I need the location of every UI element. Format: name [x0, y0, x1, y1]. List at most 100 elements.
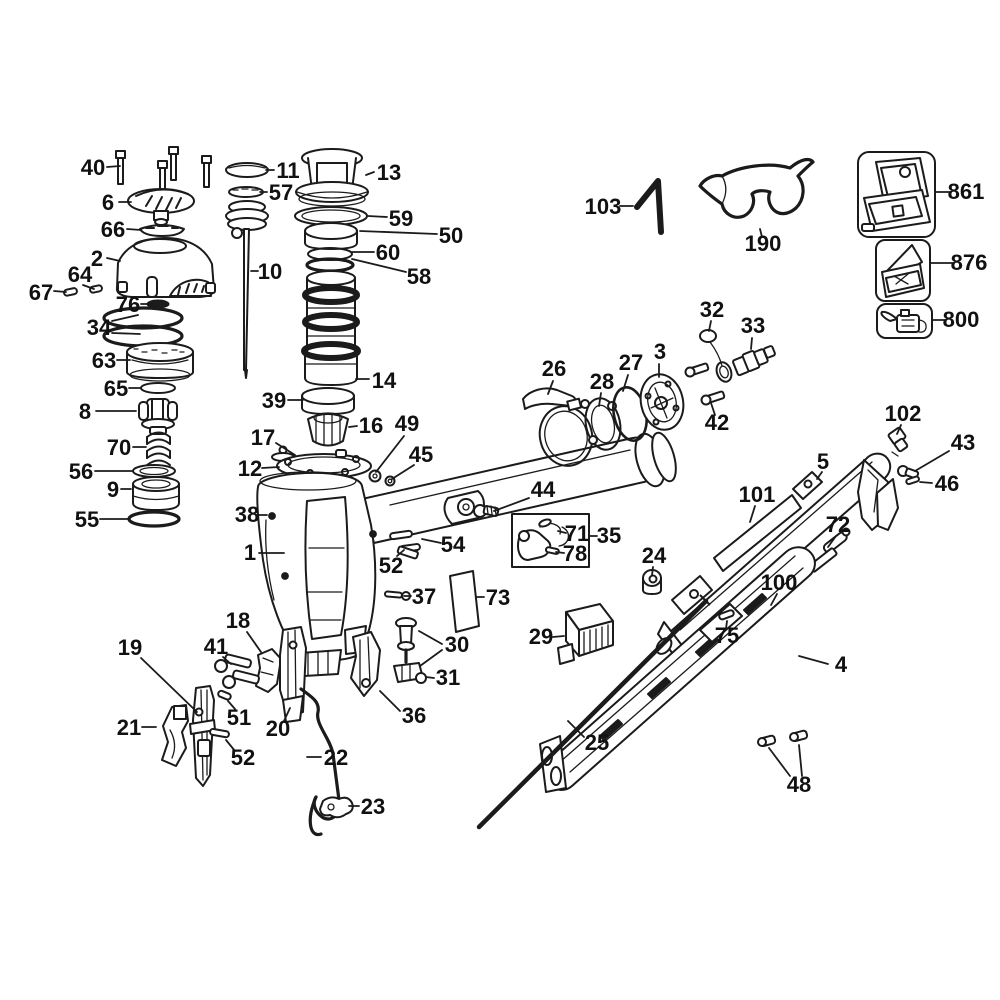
- callout-label-52a: 52: [379, 553, 403, 578]
- callout-label-11: 11: [276, 158, 299, 183]
- callout-label-18: 18: [226, 608, 250, 633]
- cylinder-ring-39: [301, 387, 355, 415]
- leader-line-75: [725, 620, 728, 630]
- callout-label-73: 73: [486, 585, 510, 610]
- callout-label-71: 71: [565, 521, 589, 546]
- leader-line-32: [708, 320, 712, 332]
- main-valve: [138, 398, 178, 435]
- callout-label-6: 6: [102, 190, 114, 215]
- screws-42: [684, 362, 726, 406]
- leader-line-41: [222, 656, 232, 665]
- callout-label-55: 55: [75, 507, 99, 532]
- callout-label-19: 19: [118, 635, 142, 660]
- seal-plate-66: [139, 224, 185, 237]
- callout-label-16: 16: [359, 413, 383, 438]
- callout-label-17: 17: [251, 425, 275, 450]
- callout-label-39: 39: [262, 388, 286, 413]
- service-kit-box: [511, 513, 590, 568]
- callout-label-4: 4: [835, 652, 848, 677]
- leader-line-24: [651, 566, 654, 576]
- leader-line-34: [111, 314, 139, 322]
- screws-48: [757, 729, 809, 748]
- leader-line-52b: [225, 739, 236, 752]
- callout-label-25: 25: [585, 730, 609, 755]
- callout-label-12: 12: [238, 456, 262, 481]
- callout-label-75: 75: [715, 623, 739, 648]
- leader-line-33: [750, 337, 753, 350]
- callout-label-67: 67: [29, 280, 53, 305]
- leader-line-44: [493, 497, 530, 512]
- leader-line-54: [421, 538, 442, 544]
- ring-57: [228, 186, 264, 198]
- callout-label-43: 43: [951, 430, 975, 455]
- ring-65: [140, 382, 176, 394]
- oil-bottle-800: [876, 303, 933, 339]
- leader-line-72: [827, 535, 837, 548]
- callout-label-5: 5: [817, 449, 829, 474]
- pin-46: [905, 475, 920, 486]
- leader-line-101: [749, 505, 756, 523]
- leader-line-67: [53, 290, 67, 293]
- cylinder-14: [301, 270, 361, 386]
- leader-line-29: [552, 635, 565, 638]
- callout-label-13: 13: [377, 160, 401, 185]
- bolts-41: [214, 653, 260, 689]
- callout-label-56: 56: [69, 459, 93, 484]
- driver-assembly: [225, 200, 269, 379]
- leader-line-26: [547, 380, 554, 395]
- callout-label-45: 45: [409, 442, 433, 467]
- exhaust-deflector-cap: [127, 188, 195, 226]
- o-ring-55: [127, 510, 181, 528]
- magazine-rail-upper-5: [655, 452, 899, 659]
- callout-label-876: 876: [951, 250, 988, 275]
- callout-label-28: 28: [590, 369, 614, 394]
- end-cap-3: [639, 373, 685, 431]
- air-fitting-33: [732, 345, 776, 377]
- piston-stop: [132, 476, 180, 511]
- callout-label-24: 24: [642, 543, 667, 568]
- bumper-16: [307, 412, 349, 447]
- pusher-rod-25: [476, 594, 711, 830]
- bolt-52a: [396, 545, 419, 560]
- callout-label-190: 190: [745, 231, 782, 256]
- parts-kit-box-876: [875, 239, 931, 302]
- callout-label-3: 3: [654, 339, 666, 364]
- leader-line-40: [106, 165, 121, 168]
- exhaust-deflector-26: [522, 387, 594, 467]
- cylinder-ring-50: [304, 222, 358, 250]
- callout-label-64: 64: [68, 262, 93, 287]
- callout-label-40: 40: [81, 155, 105, 180]
- latch-21: [161, 704, 189, 767]
- callout-label-63: 63: [92, 348, 116, 373]
- leader-line-30: [419, 649, 443, 667]
- pin-52b: [209, 727, 230, 739]
- drive-guide-19: [189, 685, 216, 787]
- tool-case-861: [857, 151, 936, 238]
- callout-label-33: 33: [741, 313, 765, 338]
- leader-line-66: [126, 228, 142, 231]
- callout-label-32: 32: [700, 297, 724, 322]
- leader-line-49: [375, 435, 405, 473]
- callout-label-41: 41: [204, 634, 228, 659]
- clamp-23: [319, 796, 354, 819]
- pins-64-67: [63, 284, 103, 297]
- fitting-102: [887, 426, 909, 457]
- callout-label-1: 1: [244, 540, 256, 565]
- callout-label-58: 58: [407, 264, 431, 289]
- callout-label-34: 34: [87, 315, 112, 340]
- switch-block-29: [557, 603, 614, 665]
- leader-line-5: [816, 471, 823, 480]
- leader-line-50: [359, 230, 438, 235]
- nose-guide-18: [255, 648, 282, 693]
- callout-label-72: 72: [826, 512, 850, 537]
- callout-label-42: 42: [705, 410, 729, 435]
- leader-line-51: [227, 700, 236, 710]
- callout-label-800: 800: [943, 307, 980, 332]
- callout-label-35: 35: [597, 523, 621, 548]
- callout-label-20: 20: [266, 716, 290, 741]
- callout-label-26: 26: [542, 356, 566, 381]
- leader-line-52a: [396, 549, 405, 557]
- leader-line-18: [246, 631, 262, 653]
